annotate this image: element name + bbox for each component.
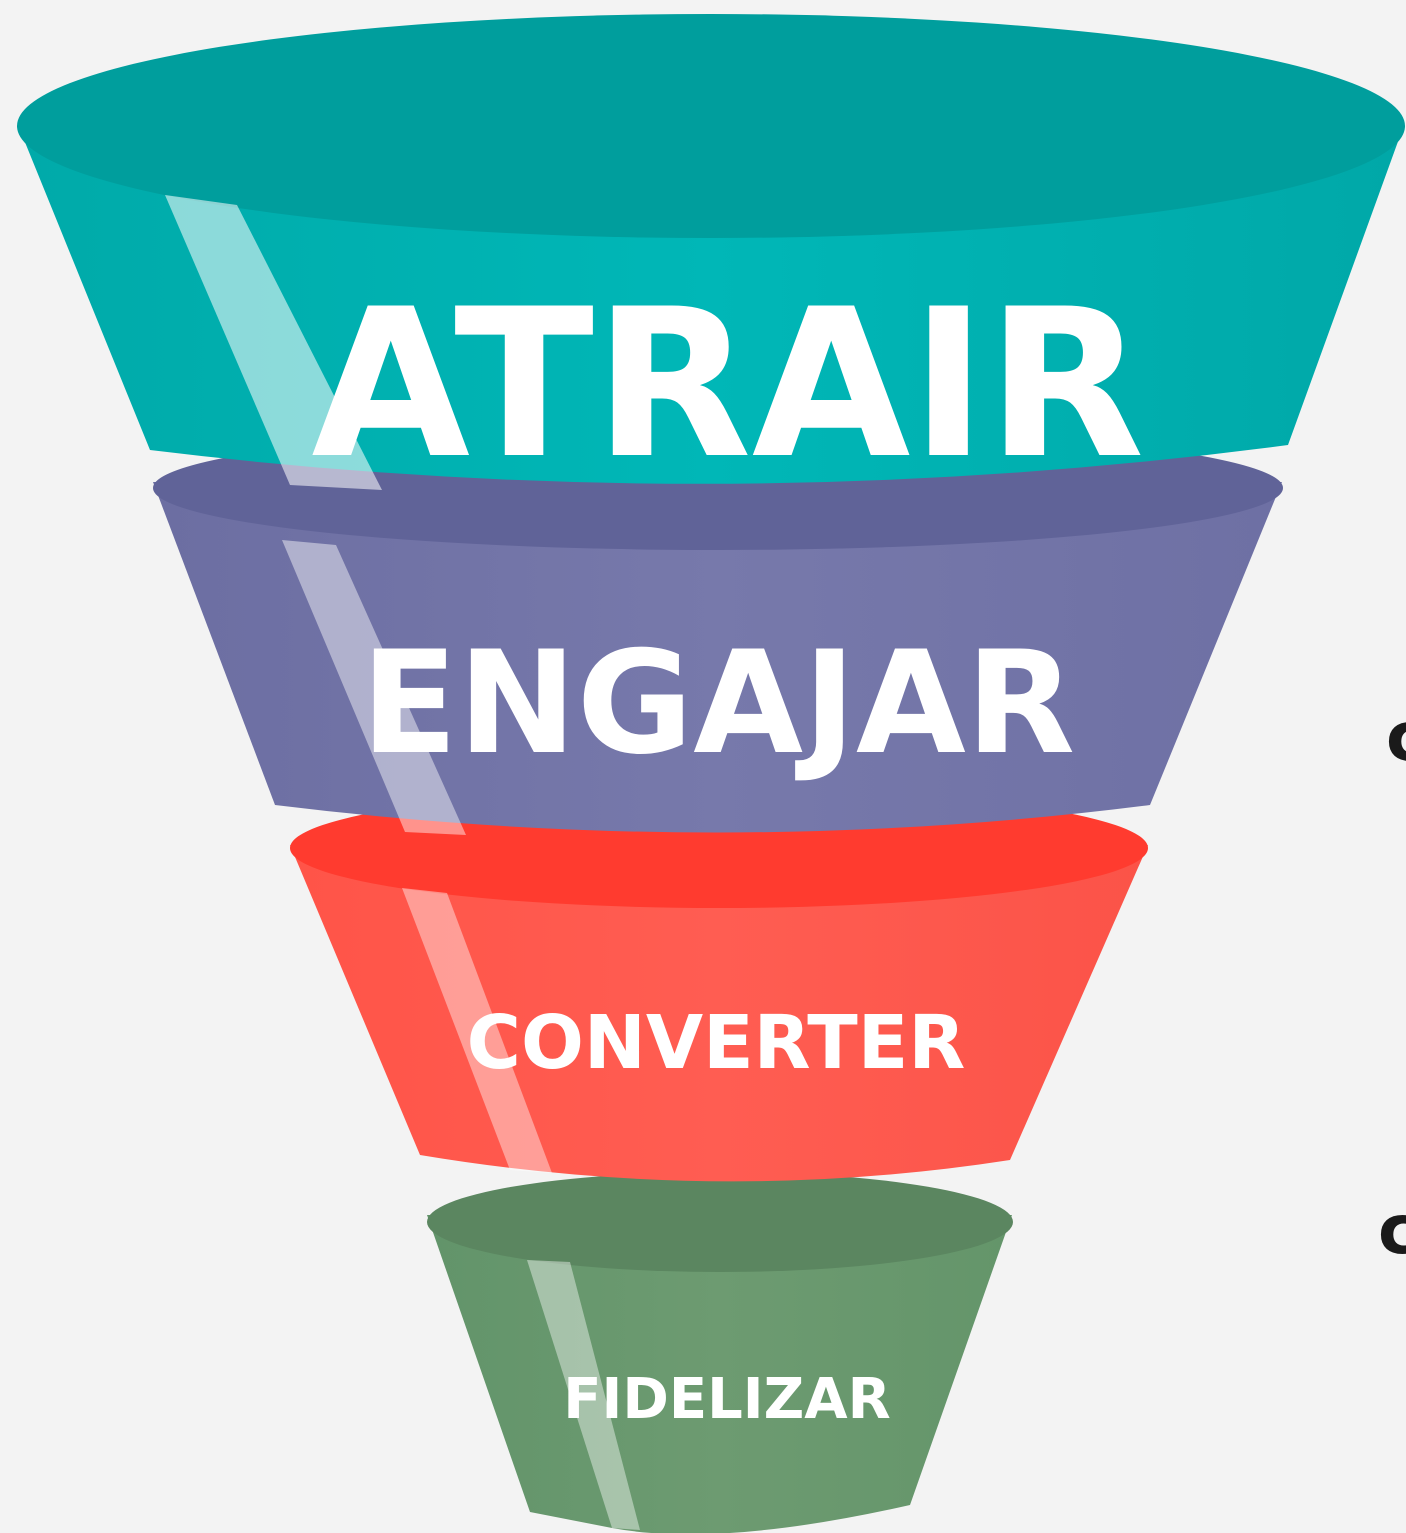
stage-atrair-rim	[17, 14, 1405, 238]
stage-fidelizar-label: FIDELIZAR	[563, 1367, 890, 1432]
edge-char-lower: c	[1378, 1191, 1406, 1270]
stage-atrair-highlight	[165, 195, 382, 490]
stage-fidelizar-rim	[427, 1172, 1013, 1272]
stage-engajar-label: ENGAJAR	[361, 621, 1075, 786]
stage-engajar: ENGAJAR	[153, 426, 1283, 835]
stage-converter-body	[290, 845, 1148, 1182]
stage-fidelizar-body	[427, 1215, 1012, 1533]
stage-atrair-label: ATRAIR	[311, 266, 1144, 504]
stage-atrair: ATRAIR	[17, 14, 1405, 504]
stage-converter-highlight	[402, 888, 552, 1173]
stage-converter-label: CONVERTER	[467, 1000, 966, 1086]
stage-converter: CONVERTER	[290, 788, 1148, 1182]
stage-fidelizar: FIDELIZAR	[427, 1172, 1013, 1533]
stage-fidelizar-highlight	[527, 1260, 640, 1530]
stage-engajar-body	[153, 482, 1282, 833]
edge-char-upper: c	[1386, 698, 1406, 777]
stage-engajar-highlight	[282, 540, 466, 835]
